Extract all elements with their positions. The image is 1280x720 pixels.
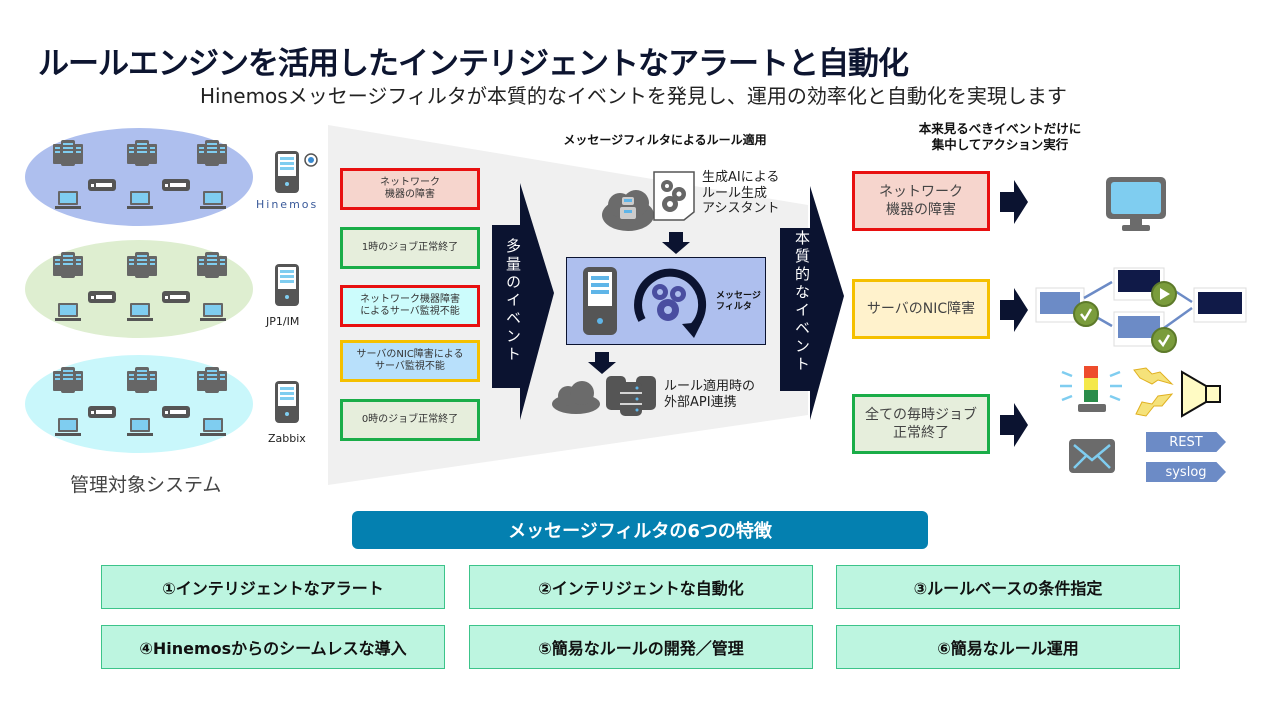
- network-switch-icon: [162, 176, 190, 195]
- rest-tag: REST: [1146, 432, 1226, 452]
- cloud-icon: [552, 381, 600, 414]
- database-icon: [606, 376, 656, 416]
- monitoring-tool-label: JP1/IM: [266, 315, 300, 328]
- feature-item: ①インテリジェントなアラート: [101, 565, 445, 609]
- feature-item: ⑤簡易なルールの開発／管理: [469, 625, 813, 669]
- action-arrow-icon: [1000, 180, 1028, 228]
- network-switch-icon: [88, 288, 116, 307]
- network-switch-icon: [162, 403, 190, 422]
- page-subtitle: Hinemosメッセージフィルタが本質的なイベントを発見し、運用の効率化と自動化…: [200, 84, 1067, 108]
- filtered-event-box: 全ての毎時ジョブ 正常終了: [852, 394, 990, 454]
- many-events-arrow: [492, 183, 554, 420]
- laptop-robot-icon: [55, 417, 81, 441]
- server-rack-icon: [127, 140, 157, 170]
- actions-heading: 本来見るべきイベントだけに 集中してアクション実行: [918, 121, 1082, 153]
- feature-item: ②インテリジェントな自動化: [469, 565, 813, 609]
- monitoring-tool-label: Hinemos: [256, 198, 319, 211]
- laptop-robot-icon: [55, 302, 81, 326]
- server-rack-icon: [197, 140, 227, 170]
- ai-robot-cloud-icon: [602, 190, 654, 231]
- network-switch-icon: [88, 176, 116, 195]
- filter-section-heading: メッセージフィルタによるルール適用: [563, 133, 767, 147]
- action-arrow-icon: [1000, 288, 1028, 336]
- managed-systems-label: 管理対象システム: [70, 474, 222, 496]
- laptop-icon: [200, 302, 226, 326]
- server-rack-icon: [197, 367, 227, 397]
- essential-events-label: 本質的なイベント: [793, 230, 811, 374]
- incoming-event-box: ネットワーク機器障害 によるサーバ監視不能: [340, 285, 480, 327]
- server-rack-icon: [53, 252, 83, 282]
- incoming-event-box: 1時のジョブ正常終了: [340, 227, 480, 269]
- eye-icon: [303, 152, 319, 172]
- alert-light-icon: [1060, 366, 1122, 412]
- mail-icon: [1069, 439, 1115, 473]
- network-switch-icon: [88, 403, 116, 422]
- many-events-label: 多量のイベント: [504, 238, 522, 364]
- server-rack-icon: [127, 252, 157, 282]
- monitoring-server-icon: [274, 380, 300, 428]
- syslog-tag: syslog: [1146, 462, 1226, 482]
- features-heading: メッセージフィルタの6つの特徴: [352, 511, 928, 549]
- action-arrow-icon: [1000, 403, 1028, 451]
- server-rack-icon: [53, 140, 83, 170]
- down-arrow-icon: [588, 352, 616, 374]
- incoming-event-box: 0時のジョブ正常終了: [340, 399, 480, 441]
- laptop-icon: [127, 302, 153, 326]
- external-api-label: ルール適用時の 外部API連携: [664, 379, 756, 410]
- feature-item: ④Hinemosからのシームレスな導入: [101, 625, 445, 669]
- laptop-icon: [200, 190, 226, 214]
- incoming-event-box: サーバのNIC障害による サーバ監視不能: [340, 340, 480, 382]
- monitoring-server-icon: [274, 263, 300, 311]
- monitor-icon: [1106, 177, 1166, 231]
- message-filter-label: メッセージ フィルタ: [716, 291, 761, 312]
- down-arrow-icon: [662, 232, 690, 254]
- rule-document-gears-icon: [653, 171, 695, 221]
- lightning-icon: [1133, 367, 1174, 417]
- feature-item: ③ルールベースの条件指定: [836, 565, 1180, 609]
- page-title: ルールエンジンを活用したインテリジェントなアラートと自動化: [38, 46, 909, 82]
- laptop-icon: [200, 417, 226, 441]
- ai-assistant-label: 生成AIによる ルール生成 アシスタント: [702, 170, 780, 217]
- server-rack-icon: [53, 367, 83, 397]
- job-workflow-icon: [1035, 267, 1247, 353]
- laptop-robot-icon: [55, 190, 81, 214]
- essential-events-arrow: [780, 186, 844, 420]
- laptop-icon: [127, 190, 153, 214]
- filtered-event-box: サーバのNIC障害: [852, 279, 990, 339]
- monitoring-tool-label: Zabbix: [268, 432, 306, 445]
- monitoring-server-icon: [274, 150, 300, 198]
- feature-item: ⑥簡易なルール運用: [836, 625, 1180, 669]
- server-rack-icon: [197, 252, 227, 282]
- incoming-event-box: ネットワーク 機器の障害: [340, 168, 480, 210]
- server-icon: [583, 267, 617, 335]
- laptop-icon: [127, 417, 153, 441]
- filter-cycle-gears-icon: [634, 268, 707, 338]
- filtered-event-box: ネットワーク 機器の障害: [852, 171, 990, 231]
- network-switch-icon: [162, 288, 190, 307]
- server-rack-icon: [127, 367, 157, 397]
- speaker-icon: [1181, 370, 1221, 418]
